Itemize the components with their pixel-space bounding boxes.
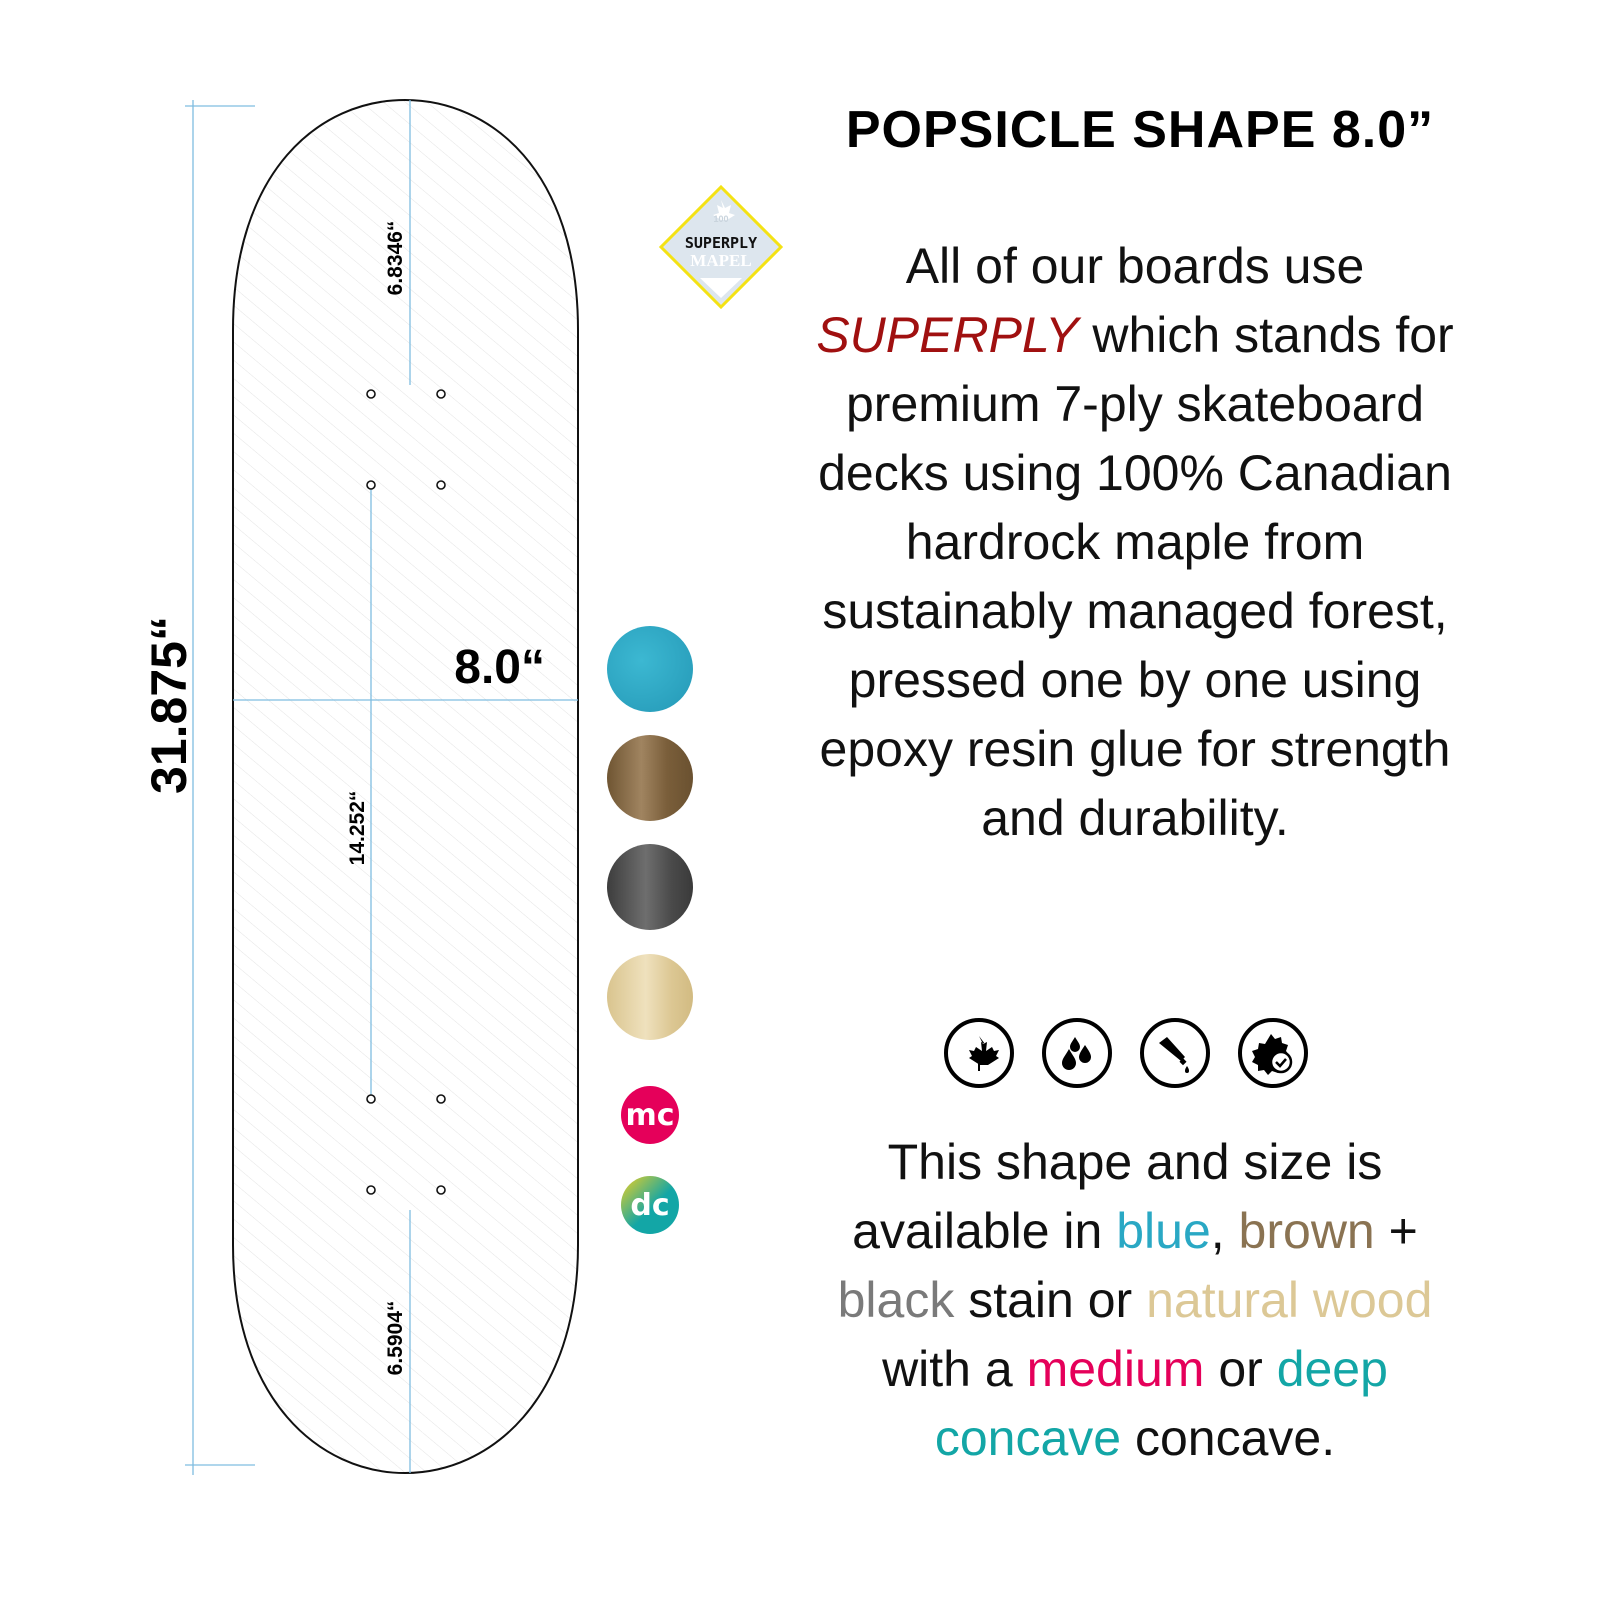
svg-text:100: 100	[713, 214, 728, 224]
svg-text:MAPEL: MAPEL	[690, 251, 751, 270]
sep: ,	[1210, 1203, 1239, 1259]
superply-logo: 100 SUPERPLY MAPEL	[658, 184, 784, 310]
feature-icons	[944, 1018, 1308, 1088]
swatch-black[interactable]	[607, 844, 693, 930]
length-label: 31.875“	[141, 616, 197, 794]
dimension-lines	[185, 100, 578, 1475]
truck-holes	[366, 389, 446, 1195]
page-title: POPSICLE SHAPE 8.0”	[845, 101, 1435, 159]
swatch-brown[interactable]	[607, 735, 693, 821]
swatch-natural[interactable]	[607, 954, 693, 1040]
water-drops-icon	[1042, 1018, 1112, 1088]
availability: This shape and size is available in blue…	[815, 1128, 1455, 1473]
nose-label: 6.8346“	[384, 221, 407, 296]
quality-seal-icon	[1238, 1018, 1308, 1088]
description-text: All of our boards use	[905, 238, 1365, 294]
swatch-blue[interactable]	[607, 626, 693, 712]
concave-deep: deep concave	[934, 1341, 1388, 1466]
description: All of our boards use SUPERPLY which sta…	[815, 232, 1455, 853]
availability-text: This shape and size is available in	[852, 1134, 1383, 1259]
svg-text:SUPERPLY: SUPERPLY	[685, 234, 757, 252]
color-blue: blue	[1116, 1203, 1211, 1259]
glue-tube-icon	[1140, 1018, 1210, 1088]
concave-medium: medium	[1026, 1341, 1205, 1397]
superply-highlight: SUPERPLY	[816, 307, 1079, 363]
wheelbase-label: 14.252“	[346, 791, 369, 866]
deck-outline	[232, 98, 579, 1475]
sep: or	[1204, 1341, 1277, 1397]
color-brown: brown	[1238, 1203, 1375, 1259]
tail-label: 6.5904“	[384, 1301, 407, 1376]
deep-concave-badge[interactable]: dc	[621, 1176, 679, 1234]
sep: with a	[882, 1341, 1027, 1397]
sep: concave.	[1121, 1410, 1336, 1466]
maple-leaf-icon	[944, 1018, 1014, 1088]
medium-concave-badge[interactable]: mc	[621, 1086, 679, 1144]
description-text-2: which stands for premium 7-ply skateboar…	[818, 307, 1454, 846]
color-black: black	[837, 1272, 955, 1328]
color-natural: natural wood	[1146, 1272, 1433, 1328]
sep: stain or	[954, 1272, 1147, 1328]
width-label: 8.0“	[454, 641, 545, 694]
sep: +	[1374, 1203, 1418, 1259]
